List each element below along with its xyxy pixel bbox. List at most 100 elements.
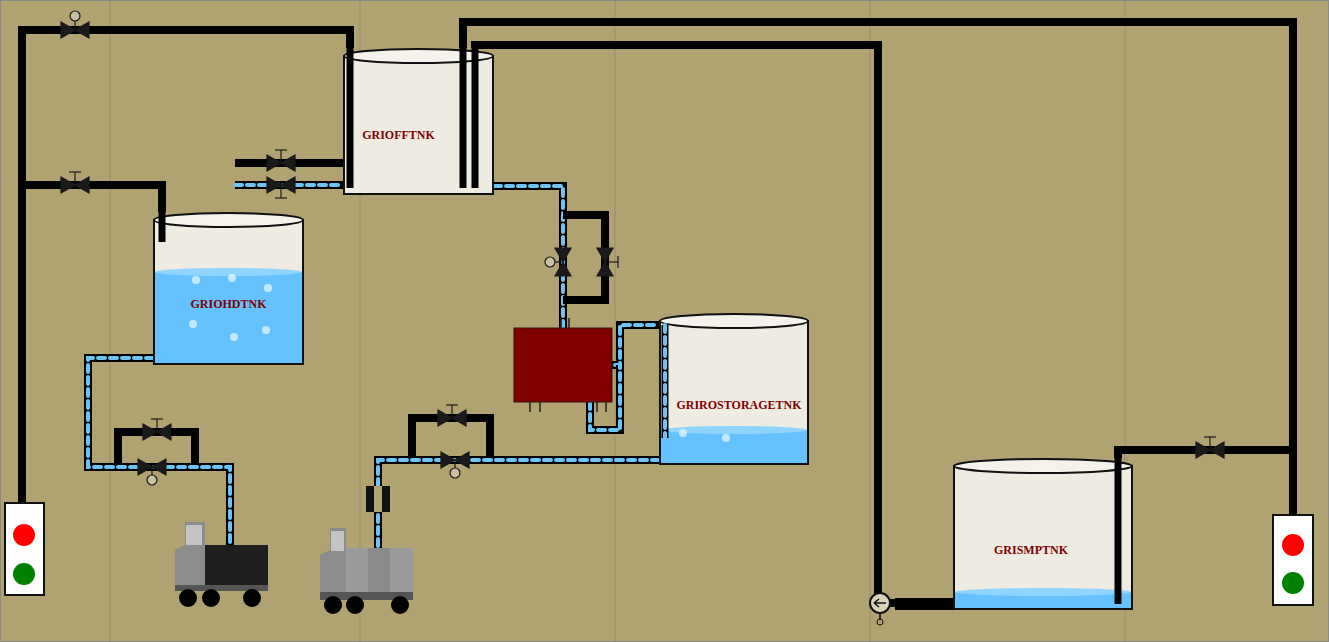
status-light-left (5, 503, 44, 595)
valve-stem (280, 185, 281, 198)
truck-cab (320, 528, 346, 600)
wood-line (614, 0, 616, 642)
truck-window (331, 531, 344, 551)
pump-body (870, 593, 890, 613)
valve-stem (1204, 436, 1216, 437)
inlet-pipe (662, 325, 669, 438)
truck-wheel (391, 596, 409, 614)
tank-water (661, 430, 807, 463)
truck-wheel (179, 589, 197, 607)
truck-wheel (202, 589, 220, 607)
water-surface (155, 268, 302, 276)
tank-label: GRISMPTNK (953, 543, 1109, 557)
truck-window (186, 525, 202, 545)
valve-stem (69, 171, 81, 172)
valve-symbol (138, 459, 166, 475)
pump-arrow (874, 599, 886, 607)
tank-label: GRIOHDTNK (153, 297, 304, 311)
flow-dash (378, 460, 659, 550)
tank-label: GRIOFFTNK (343, 128, 454, 142)
pipe-connector (463, 22, 1293, 458)
tank-body (154, 220, 303, 364)
tank-outline (153, 212, 304, 365)
tank-node: GRIOHDTNK (153, 212, 304, 365)
tank-node: GRIOFFTNK (343, 48, 494, 195)
pin (539, 402, 541, 412)
valve-actuator (545, 257, 555, 267)
wood-line (109, 0, 111, 642)
pipe-line (475, 45, 953, 603)
water-bubble (189, 320, 197, 328)
water-surface (955, 588, 1131, 596)
tank-top (154, 213, 303, 227)
inlet-pipe (159, 212, 166, 242)
valve-stem (617, 256, 618, 268)
light-panel (5, 503, 44, 595)
valve-symbol (441, 452, 469, 468)
pipe-fitting (366, 486, 390, 512)
status-light-right (1273, 515, 1313, 605)
pipe (378, 460, 659, 550)
pipe (18, 185, 26, 503)
ro-unit (514, 328, 612, 402)
pipe (895, 598, 953, 610)
truck-cab (175, 522, 205, 590)
tank-top (660, 314, 808, 328)
tank-top (344, 49, 493, 63)
valves (61, 11, 1224, 485)
wood-line (869, 0, 871, 642)
tank-body (344, 56, 493, 194)
tank-label: GRIROSTORAGETNK (669, 398, 809, 412)
inlet-pipe (347, 48, 354, 188)
valve-actuator (147, 475, 157, 485)
truck-middle (320, 528, 413, 614)
water-bubble (230, 333, 238, 341)
pin (596, 402, 598, 412)
water-bubble (722, 434, 730, 442)
tank-top (954, 459, 1132, 473)
green-light (13, 563, 35, 585)
valve-stem (275, 149, 287, 150)
water-bubble (192, 276, 200, 284)
truck-wheel (243, 589, 261, 607)
valve-actuator (450, 468, 460, 478)
pump-symbol (870, 593, 890, 625)
truck-left (175, 522, 268, 607)
valve-stem (151, 418, 163, 419)
pipe (118, 432, 195, 467)
pipe (1289, 450, 1297, 515)
flow-dash (663, 325, 667, 438)
light-panel (1273, 515, 1313, 605)
valve-stem (446, 404, 458, 405)
pipe-line (463, 22, 1293, 458)
water-bubble (679, 429, 687, 437)
pipe-connector (475, 45, 953, 603)
pin (560, 318, 562, 328)
valve-stem (280, 150, 281, 163)
inlet-pipe (460, 48, 467, 188)
pipe (88, 358, 230, 548)
tank-body (954, 466, 1132, 609)
truck-body (205, 545, 268, 590)
inlet-pipe (1115, 458, 1122, 604)
pipe (563, 215, 605, 300)
valve-stem (275, 197, 287, 198)
pin (529, 402, 531, 412)
tank-water (155, 272, 302, 363)
valve-actuator (70, 11, 80, 21)
pipe-fitting-gap (374, 486, 382, 512)
valve-symbol (555, 248, 571, 276)
water-bubble (262, 326, 270, 334)
water-bubble (264, 284, 272, 292)
tank-body (660, 321, 808, 464)
pipe-connector (22, 30, 350, 212)
flow-dash (88, 358, 230, 548)
ro-pins (530, 318, 606, 412)
truck-tank (368, 548, 390, 592)
valve-stem (1209, 437, 1210, 450)
valve-stem (454, 460, 455, 468)
tank-outline (953, 458, 1133, 610)
valve-stem (451, 405, 452, 418)
truck-wheel (324, 596, 342, 614)
